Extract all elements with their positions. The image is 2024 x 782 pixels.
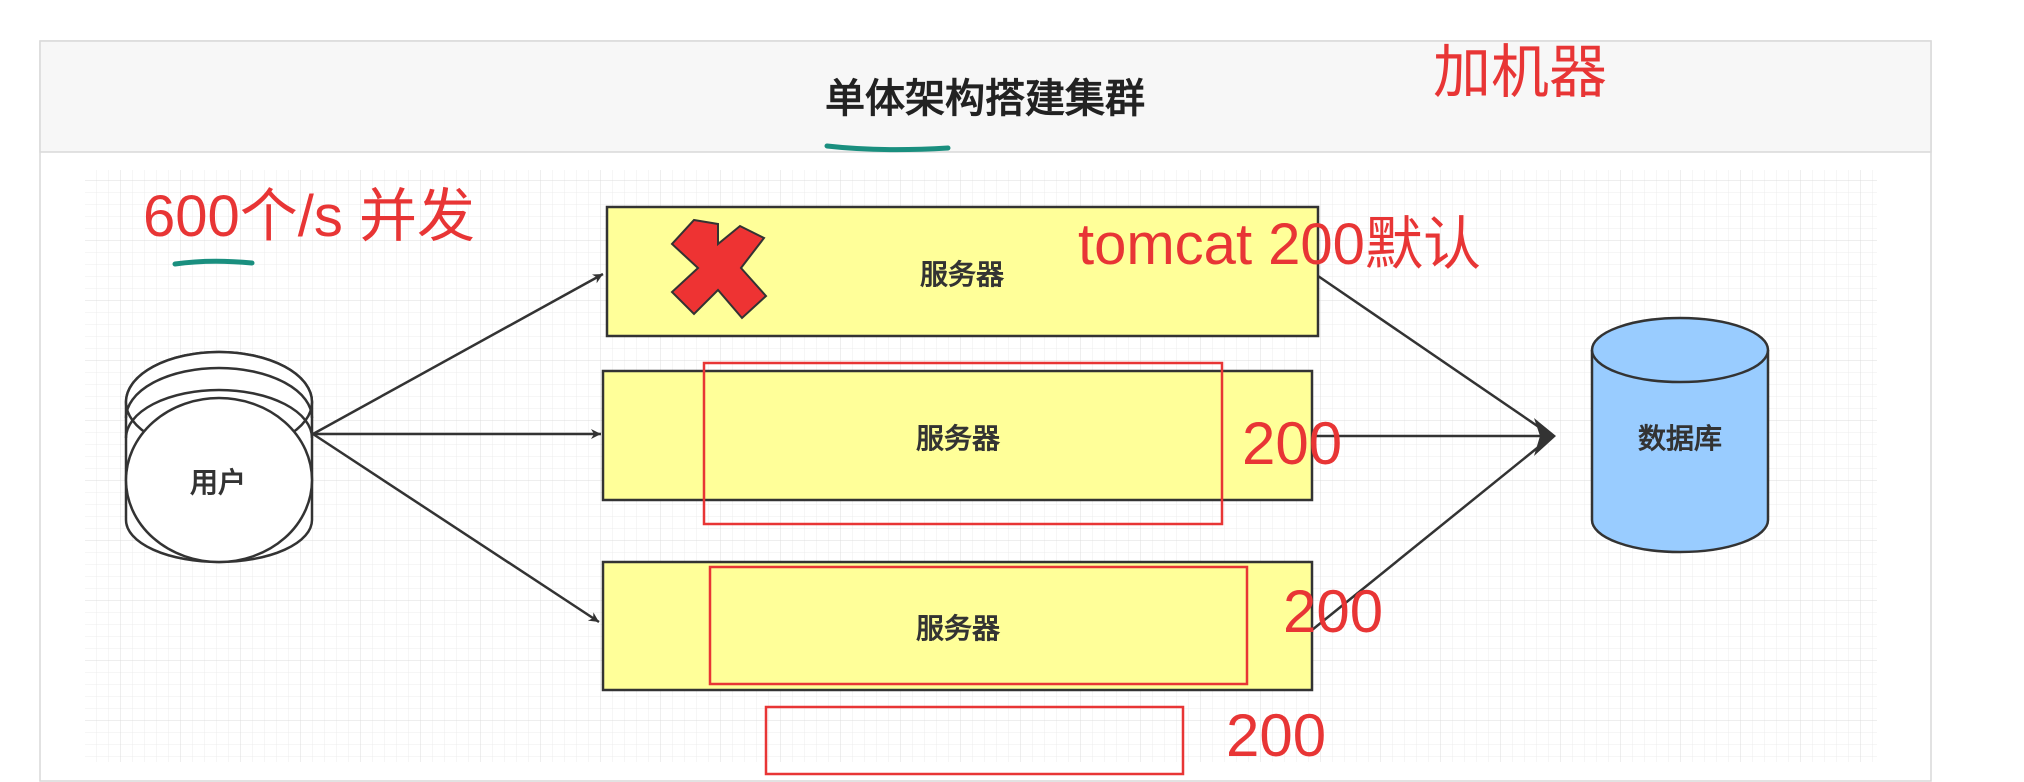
- diagram-title: 单体架构搭建集群: [825, 76, 1145, 122]
- user-node: 用户: [124, 350, 314, 564]
- concurrency-underline-mark: [172, 258, 255, 267]
- server-label-3: 服务器: [916, 612, 1001, 645]
- capacity-annotation-server-3: 200: [1283, 578, 1383, 645]
- highlight-box-server-3: [708, 565, 1249, 686]
- server-node-3: 服务器: [601, 560, 1314, 692]
- capacity-annotation-server-2: 200: [1242, 410, 1342, 477]
- server-label-1: 服务器: [920, 258, 1005, 291]
- server-label-2: 服务器: [916, 422, 1001, 455]
- database-node: 数据库: [1590, 316, 1770, 554]
- database-arrowhead: [1534, 418, 1556, 456]
- concurrency-annotation: 600个/s 并发: [143, 184, 475, 249]
- arrow-user-to-server-3: [312, 432, 600, 624]
- failure-cross-icon: [670, 218, 768, 320]
- title-underline-mark: [824, 143, 951, 153]
- new-server-placeholder-box: [764, 705, 1185, 776]
- capacity-annotation-new-server: 200: [1226, 702, 1326, 769]
- connector-server-3-to-database: [1311, 435, 1553, 631]
- highlight-box-server-2: [702, 361, 1224, 526]
- tomcat-default-annotation: tomcat 200默认: [1078, 212, 1481, 277]
- server-node-2: 服务器: [601, 369, 1314, 502]
- title-bar: [39, 40, 1932, 153]
- add-machines-annotation: 加机器: [1433, 40, 1607, 105]
- arrow-user-to-server-1: [312, 272, 604, 436]
- database-label: 数据库: [1638, 422, 1722, 455]
- user-label: 用户: [190, 466, 246, 499]
- connector-server-1-to-database: [1317, 274, 1553, 438]
